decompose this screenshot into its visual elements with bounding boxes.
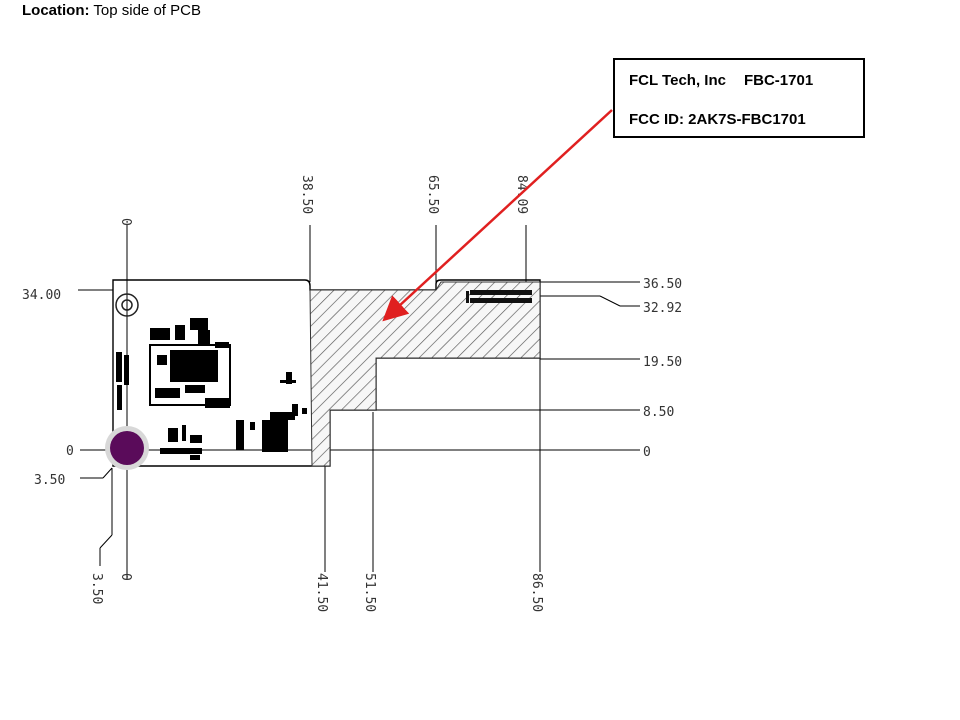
label-arrow [382,109,613,322]
heading-label: Location: [22,2,90,19]
dim-bottom-0: 0 [118,573,133,581]
heading-text: Top side of PCB [93,2,201,19]
dim-bottom-41-50: 41.50 [314,573,329,612]
dim-top-0: 0 [118,218,133,226]
connector-pins [466,290,532,303]
dim-left-0: 0 [66,444,74,459]
dim-right-0: 0 [643,445,651,460]
dim-bottom-51-50: 51.50 [362,573,377,612]
led-component [105,426,149,470]
dim-bottom-3-50: 3.50 [89,573,104,604]
company-name: FCL Tech, Inc [629,72,726,89]
fcc-label-box: FCL Tech, Inc FBC-1701 FCC ID: 2AK7S-FBC1… [613,58,865,138]
dim-bottom-86-50: 86.50 [529,573,544,612]
label-line-1: FCL Tech, Inc FBC-1701 [629,72,813,89]
dim-right-8-50: 8.50 [643,405,674,420]
dim-top-65-50: 65.50 [425,175,440,214]
fcc-id: FCC ID: 2AK7S-FBC1701 [629,111,806,128]
dim-left-3-50: 3.50 [34,473,65,488]
dim-top-38-50: 38.50 [299,175,314,214]
hatched-area [309,281,541,467]
model-number: FBC-1701 [743,72,814,89]
page-heading: Location: Top side of PCB [22,2,201,19]
dim-left-34-00: 34.00 [22,288,61,303]
dim-right-19-50: 19.50 [643,355,682,370]
pcb-components [116,318,307,460]
dim-right-32-92: 32.92 [643,301,682,316]
dim-right-36-50: 36.50 [643,277,682,292]
mounting-hole [115,293,139,317]
